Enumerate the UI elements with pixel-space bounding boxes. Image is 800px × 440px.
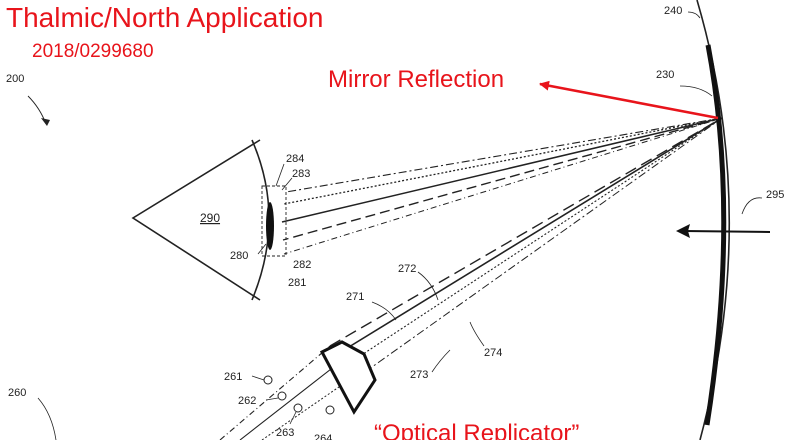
annotation-title: Thalmic/North Application <box>6 2 324 33</box>
label-230: 230 <box>656 69 674 81</box>
source-point-263 <box>293 403 303 413</box>
annotation-mirror-reflection: Mirror Reflection <box>328 66 505 93</box>
label-282: 282 <box>293 259 311 271</box>
leader-284 <box>275 163 285 187</box>
ray-in-4 <box>364 117 723 373</box>
label-274: 274 <box>484 347 502 359</box>
label-263: 263 <box>276 427 294 439</box>
ray-src-2 <box>239 361 341 440</box>
label-261: 261 <box>224 371 242 383</box>
arrow-295-head <box>676 224 690 238</box>
annotation-optical-replicator: “Optical Replicator” <box>374 420 580 440</box>
label-283: 283 <box>292 168 310 180</box>
leader-260 <box>37 397 57 440</box>
leader-272 <box>417 271 439 301</box>
leader-274 <box>469 321 485 347</box>
label-280: 280 <box>230 250 248 262</box>
leader-261 <box>251 375 265 381</box>
ray-in-2 <box>343 117 723 351</box>
ray-eye-3 <box>281 117 723 223</box>
leader-283 <box>281 177 293 191</box>
label-281: 281 <box>288 277 306 289</box>
leader-240 <box>687 11 701 19</box>
leader-262 <box>265 397 279 401</box>
leader-263 <box>289 411 297 425</box>
label-290: 290 <box>200 211 220 225</box>
eye-box-dashed <box>261 185 287 257</box>
leader-200-arrowhead <box>41 118 50 126</box>
ray-eye-1 <box>285 117 723 193</box>
label-284: 284 <box>286 153 304 165</box>
leader-295 <box>741 197 763 215</box>
label-295: 295 <box>766 189 784 201</box>
label-260: 260 <box>8 387 26 399</box>
label-271: 271 <box>346 291 364 303</box>
optical-replicator-shape <box>319 340 377 415</box>
source-point-264 <box>325 405 335 415</box>
leader-273 <box>431 349 451 373</box>
holographic-mirror-230 <box>704 44 727 426</box>
label-264: 264 <box>314 433 332 440</box>
label-273: 273 <box>410 369 428 381</box>
ray-eye-5 <box>283 117 723 255</box>
annotation-application-number: 2018/0299680 <box>32 41 154 62</box>
ray-in-3 <box>353 117 723 361</box>
pupil-lens <box>266 202 274 250</box>
eye-outline <box>131 139 261 301</box>
source-point-262 <box>277 391 287 401</box>
leader-230 <box>679 85 713 97</box>
label-272: 272 <box>398 263 416 275</box>
ray-eye-4 <box>282 117 723 241</box>
label-200: 200 <box>6 73 24 85</box>
leader-271 <box>371 301 397 321</box>
label-240: 240 <box>664 5 682 17</box>
arrow-295-shaft <box>683 230 771 233</box>
leader-280 <box>257 243 267 255</box>
ray-src-1 <box>219 345 331 440</box>
ray-in-1 <box>329 117 723 347</box>
mirror-reflection-arrow <box>539 80 719 120</box>
source-point-261 <box>263 375 273 385</box>
label-262: 262 <box>238 395 256 407</box>
